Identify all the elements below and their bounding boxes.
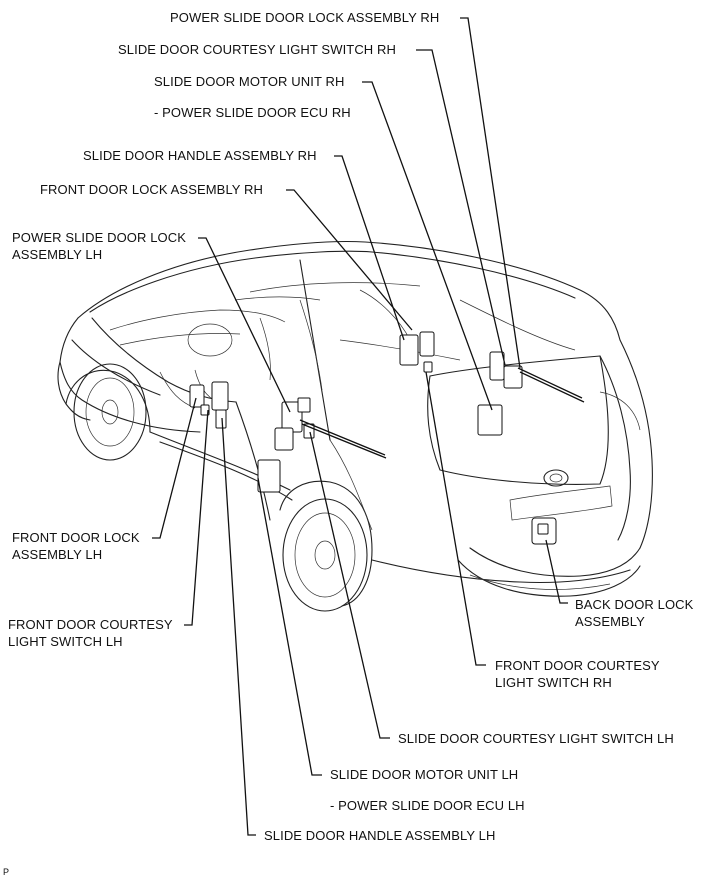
leader-lines bbox=[152, 17, 568, 836]
label-power-slide-door-lock-lh-line1: POWER SLIDE DOOR LOCK bbox=[12, 230, 187, 245]
label-front-door-courtesy-lh-line1: FRONT DOOR COURTESY bbox=[8, 617, 173, 632]
label-power-slide-door-ecu-rh: - POWER SLIDE DOOR ECU RH bbox=[154, 105, 351, 120]
label-power-slide-door-lock-rh: POWER SLIDE DOOR LOCK ASSEMBLY RH bbox=[170, 10, 440, 25]
label-front-door-lock-lh-line1: FRONT DOOR LOCK bbox=[12, 530, 140, 545]
label-slide-door-motor-unit-lh: SLIDE DOOR MOTOR UNIT LH bbox=[330, 767, 519, 782]
label-front-door-lock-assembly-rh: FRONT DOOR LOCK ASSEMBLY RH bbox=[40, 182, 264, 197]
car-body bbox=[57, 240, 653, 612]
label-power-slide-door-lock-lh-line2: ASSEMBLY LH bbox=[12, 247, 103, 262]
label-front-door-lock-lh-line2: ASSEMBLY LH bbox=[12, 547, 103, 562]
label-slide-door-courtesy-light-switch-lh: SLIDE DOOR COURTESY LIGHT SWITCH LH bbox=[398, 731, 674, 746]
label-back-door-lock-line1: BACK DOOR LOCK bbox=[575, 597, 694, 612]
label-front-door-courtesy-rh-line2: LIGHT SWITCH RH bbox=[495, 675, 612, 690]
label-back-door-lock-line2: ASSEMBLY bbox=[575, 614, 645, 629]
label-slide-door-handle-assembly-lh: SLIDE DOOR HANDLE ASSEMBLY LH bbox=[264, 828, 496, 843]
label-front-door-courtesy-rh-line1: FRONT DOOR COURTESY bbox=[495, 658, 660, 673]
corner-code: P bbox=[3, 867, 10, 877]
label-power-slide-door-ecu-lh: - POWER SLIDE DOOR ECU LH bbox=[330, 798, 525, 813]
label-front-door-courtesy-lh-line2: LIGHT SWITCH LH bbox=[8, 634, 123, 649]
label-slide-door-courtesy-light-switch-rh: SLIDE DOOR COURTESY LIGHT SWITCH RH bbox=[118, 42, 396, 57]
components bbox=[189, 331, 585, 545]
label-slide-door-motor-unit-rh: SLIDE DOOR MOTOR UNIT RH bbox=[154, 74, 345, 89]
label-slide-door-handle-assembly-rh: SLIDE DOOR HANDLE ASSEMBLY RH bbox=[83, 148, 317, 163]
